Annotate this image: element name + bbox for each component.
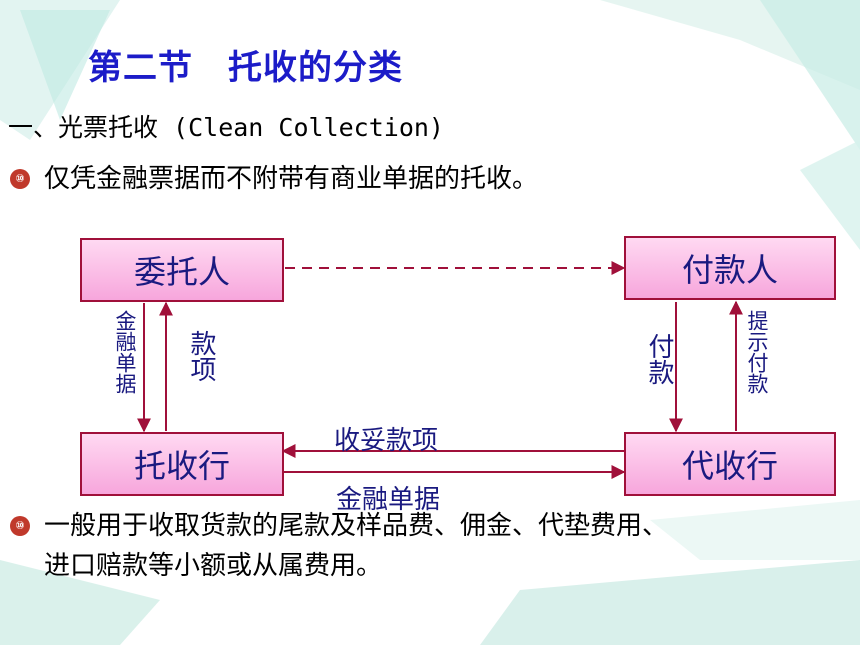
edge-label-drawee-to-collecting: 付款 — [644, 333, 674, 385]
edge-label-remitting-to-principal: 款项 — [186, 330, 216, 382]
bullet-text: 进口赔款等小额或从属费用。 — [44, 551, 383, 581]
section-heading: 一、光票托收 (Clean Collection) — [8, 113, 444, 142]
bullet-icon: ⑩ — [10, 516, 30, 536]
node-remitting-bank: 托收行 — [80, 432, 284, 496]
edge-label-collecting-to-drawee: 提示付款 — [745, 310, 769, 394]
page-title: 第二节 托收的分类 — [88, 48, 403, 88]
node-principal: 委托人 — [80, 238, 284, 302]
bullet-item: ⑩ 仅凭金融票据而不附带有商业单据的托收。 — [10, 160, 850, 200]
bullet-icon: ⑩ — [10, 169, 30, 189]
bullet-text: 一般用于收取货款的尾款及样品费、佣金、代垫费用、 — [44, 511, 669, 541]
node-collecting-bank: 代收行 — [624, 432, 836, 496]
edge-label-collecting-to-remitting: 收妥款项 — [334, 426, 439, 456]
bullet-item: ⑩ 一般用于收取货款的尾款及样品费、佣金、代垫费用、 进口赔款等小额或从属费用。 — [10, 507, 860, 587]
edge-label-principal-to-remitting: 金融单据 — [113, 310, 137, 394]
node-drawee: 付款人 — [624, 236, 836, 300]
bullet-text: 仅凭金融票据而不附带有商业单据的托收。 — [44, 164, 539, 194]
edge-label-remitting-to-collecting: 金融单据 — [336, 485, 441, 515]
